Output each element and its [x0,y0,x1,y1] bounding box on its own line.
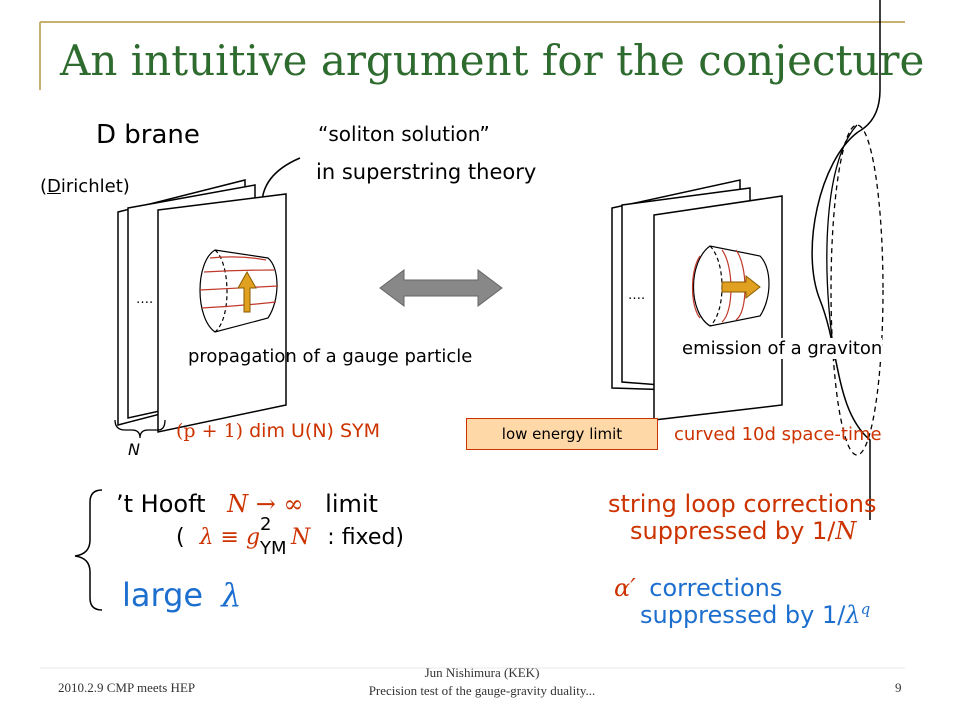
large-lambda: large λ [122,576,242,614]
soliton-label: “soliton solution” [318,122,490,146]
propagation-caption: propagation of a gauge particle [188,346,473,367]
curved-label: curved 10d space-time [674,424,882,445]
footer-talk: Precision test of the gauge-gravity dual… [368,683,596,698]
dots-left: …. [136,292,154,307]
dirichlet-label: (Dirichlet) [40,176,130,197]
gauge-arrow-icon [237,270,257,313]
footer-center: Jun Nishimura (KEK) Precision test of th… [346,664,618,700]
graviton-arrow-icon [721,274,761,300]
left-brane-stack [117,179,287,433]
footer-page-number: 9 [895,680,902,695]
low-energy-box: low energy limit [466,418,658,450]
emission-caption: emission of a graviton [682,338,883,359]
double-arrow-icon [379,269,503,307]
n-label: N [128,440,140,459]
dots-right: …. [628,288,646,303]
n-brace [114,419,166,439]
superstring-label: in superstring theory [316,160,537,184]
loop-corrections-2: suppressed by 1/N [630,517,857,545]
alpha-corrections-2: suppressed by 1/λq [640,600,871,629]
hooft-limit: ’t Hooft N → ∞ limit [116,490,378,518]
curved-spacetime-throat [811,0,884,520]
lambda-fixed: ( λ ≡ g 2 YM N : fixed) [176,514,404,559]
conditions-brace [74,489,103,611]
loop-corrections-1: string loop corrections [608,490,877,518]
footer-author: Jun Nishimura (KEK) [424,665,540,680]
alpha-corrections-1: α′ corrections [614,574,783,602]
slide-title: An intuitive argument for the conjecture [60,36,925,85]
footer-date: 2010.2.9 CMP meets HEP [58,680,196,695]
dbrane-label: D brane [96,120,200,150]
sym-label: (p + 1) dim U(N) SYM [176,420,381,442]
